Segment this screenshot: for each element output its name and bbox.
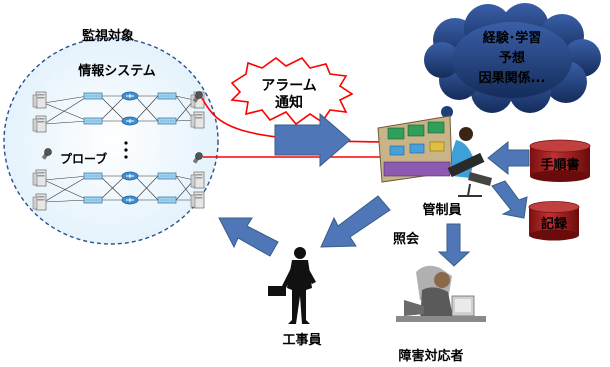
thought-line-1: 経験･学習 <box>483 30 542 46</box>
monitored-system-boundary <box>3 37 219 245</box>
thought-cloud <box>424 3 601 134</box>
record-cylinder <box>528 201 580 241</box>
record-label: 記録 <box>541 216 568 232</box>
thought-line-2: 予想 <box>499 50 525 66</box>
alarm-burst <box>230 56 354 126</box>
responder-illustration <box>396 265 486 322</box>
inquiry-label: 照会 <box>393 231 420 247</box>
arrow-network-to-operator <box>274 112 351 168</box>
thought-line-3: 因果関係... <box>479 70 546 86</box>
monitored-target-label: 監視対象 <box>82 28 134 44</box>
worker-label: 工事員 <box>282 332 321 348</box>
arrow-procedure-to-operator <box>487 140 530 176</box>
arrow-operator-to-worker <box>320 195 391 248</box>
worker-silhouette <box>268 247 316 324</box>
arrow-operator-to-responder <box>437 223 471 267</box>
info-system-label: 情報システム <box>78 63 156 79</box>
operator-label: 管制員 <box>422 202 461 218</box>
procedure-book-label: 手順書 <box>540 157 579 173</box>
arrow-operator-to-record <box>491 180 528 219</box>
network-links-bottom <box>43 175 195 203</box>
more-devices-dots <box>124 141 128 159</box>
probe-label: プローブ <box>60 151 107 166</box>
alarm-label-line1: アラーム <box>261 78 317 94</box>
responder-label: 障害対応者 <box>398 348 463 364</box>
arrow-worker-to-network <box>218 217 279 257</box>
operator-console-illustration <box>377 115 492 197</box>
procedure-book-cylinder <box>529 139 591 182</box>
alarm-label-line2: 通知 <box>275 94 303 111</box>
